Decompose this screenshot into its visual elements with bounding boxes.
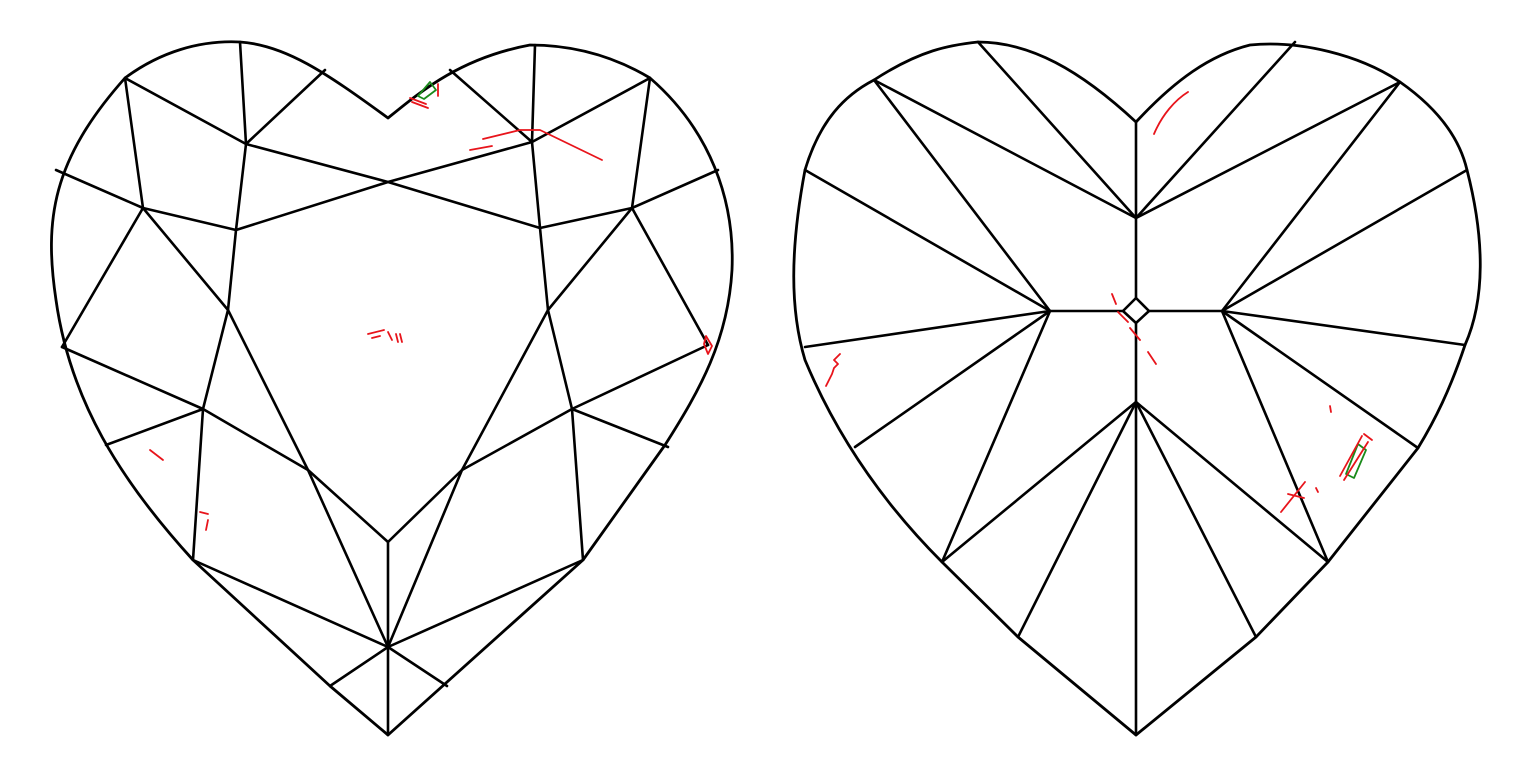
inclusion-marker xyxy=(1329,405,1332,413)
pavilion-culet xyxy=(1121,296,1151,325)
pavilion-facets xyxy=(803,40,1469,737)
inclusion-marker xyxy=(1153,91,1189,135)
crown-facet-line xyxy=(191,558,390,649)
pavilion-facet-line xyxy=(872,78,1052,313)
pavilion-facet-line xyxy=(872,78,1138,220)
crown-facet-line xyxy=(386,558,585,649)
crown-facet-line xyxy=(191,407,205,562)
pavilion-facet-line xyxy=(1220,80,1402,313)
crown-facet-line xyxy=(238,40,248,146)
crown-facet-line xyxy=(123,76,248,146)
crown-facet-line xyxy=(60,206,145,349)
pavilion-facet-line xyxy=(1220,309,1330,564)
crown-facet-line xyxy=(530,43,537,144)
crown-view xyxy=(50,40,734,737)
crown-facet-line xyxy=(123,76,145,210)
crown-facet-line xyxy=(630,168,720,210)
pavilion-facet-line xyxy=(940,309,1052,564)
crown-facet-line xyxy=(460,407,574,472)
crown-facet-line xyxy=(141,206,238,232)
inclusion-marker xyxy=(825,353,841,387)
crown-facet-line xyxy=(201,308,230,411)
crown-star-facets xyxy=(244,140,534,184)
crown-facet-line xyxy=(570,407,585,562)
crown-facet-line xyxy=(630,76,652,210)
pavilion-facet-line xyxy=(1016,400,1138,639)
pavilion-facet-line xyxy=(853,309,1052,449)
crown-heart-outline xyxy=(50,40,734,737)
pavilion-facet-line xyxy=(940,400,1138,564)
crown-facet-line xyxy=(630,206,710,347)
crown-facet-line xyxy=(546,206,634,312)
inclusion-marker xyxy=(1345,443,1367,479)
pavilion-facet-line xyxy=(1220,309,1467,347)
crown-facet-line xyxy=(54,168,145,210)
pavilion-heart-outline xyxy=(792,40,1482,737)
inclusion-marker xyxy=(1111,293,1157,365)
pavilion-facet-line xyxy=(1134,400,1330,564)
inclusion-marker xyxy=(199,511,209,531)
crown-facet-line xyxy=(104,407,205,447)
inclusion-marker xyxy=(1339,433,1373,481)
crown-facet-line xyxy=(141,206,230,312)
crown-facets xyxy=(54,40,720,737)
crown-facet-line xyxy=(538,206,634,230)
crown-facet-line xyxy=(328,645,390,688)
inclusion-marker xyxy=(367,329,403,343)
pavilion-facet-line xyxy=(1220,168,1469,313)
inclusion-marker xyxy=(409,83,439,109)
crown-facet-line xyxy=(546,308,574,411)
crown-facet-line xyxy=(448,68,534,144)
inclusion-marker xyxy=(469,129,603,161)
inclusion-marker xyxy=(1280,481,1319,513)
crown-facet-line xyxy=(386,645,449,688)
crown-facet-line xyxy=(530,76,652,144)
crown-facet-line xyxy=(244,68,327,146)
pavilion-facet-line xyxy=(1134,80,1402,220)
pavilion-facet-line xyxy=(803,309,1052,349)
pavilion-facet-line xyxy=(803,168,1052,313)
crown-table-facet xyxy=(226,180,550,544)
crown-facet-line xyxy=(60,345,205,411)
crown-facet-line xyxy=(386,468,464,649)
pavilion-facet-line xyxy=(976,40,1138,220)
crown-facet-line xyxy=(201,407,310,472)
pavilion-view xyxy=(792,40,1482,737)
inclusion-marker xyxy=(149,449,164,461)
pavilion-facet-line xyxy=(1134,400,1258,639)
crown-facet-line xyxy=(306,468,390,649)
pavilion-inclusions xyxy=(825,91,1373,513)
pavilion-facet-line xyxy=(1220,309,1420,450)
crown-facet-line xyxy=(530,140,542,230)
crown-facet-line xyxy=(234,142,248,232)
crown-facet-line xyxy=(570,407,670,449)
crown-inclusions xyxy=(149,81,713,531)
crown-facet-line xyxy=(570,343,710,411)
inclusion-marker xyxy=(417,81,437,100)
inclusion-marker xyxy=(703,335,713,355)
pavilion-facet-line xyxy=(1134,40,1297,220)
